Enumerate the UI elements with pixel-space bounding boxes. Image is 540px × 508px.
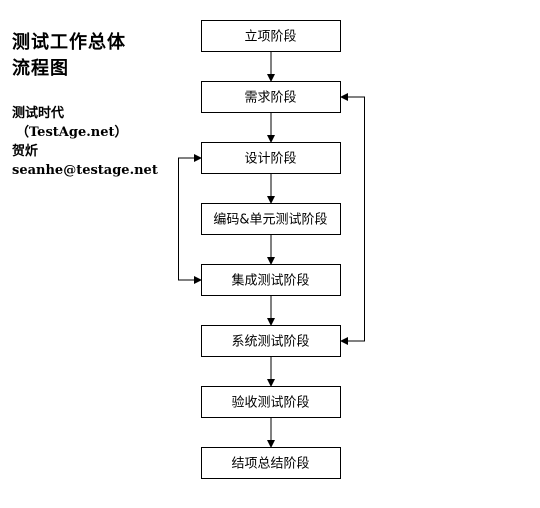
stage-label: 设计阶段: [244, 152, 296, 167]
diagram-title-line-2: 流程图: [12, 58, 69, 79]
stage-label: 系统测试阶段: [231, 335, 309, 350]
stage-label: 验收测试阶段: [231, 395, 309, 411]
connectors: [178, 52, 365, 448]
author-org: 测试时代: [12, 106, 65, 121]
feedback-loop-system-test-to-requirements: [340, 93, 365, 342]
stage-box-acceptance-test: 验收测试阶段: [201, 386, 341, 418]
author-site: （TestAge.net）: [16, 125, 128, 140]
title-block: 测试工作总体 流程图: [12, 30, 126, 82]
author-name: 贺炘: [12, 144, 39, 159]
feedback-loop-integration-test-to-design: [178, 154, 202, 281]
stage-label: 集成测试阶段: [231, 273, 309, 289]
stage-box-coding-unit-test: 编码&单元测试阶段: [201, 203, 341, 235]
author-info: 测试时代 （TestAge.net） 贺炘 seanhe@testage.net: [12, 104, 158, 180]
stage-box-system-test: 系统测试阶段: [201, 325, 341, 357]
stage-boxes: 立项阶段需求阶段设计阶段编码&单元测试阶段集成测试阶段系统测试阶段验收测试阶段结…: [201, 20, 341, 479]
stage-label: 编码&单元测试阶段: [213, 213, 327, 228]
stage-box-integration-test: 集成测试阶段: [201, 264, 341, 296]
stage-box-initiation: 立项阶段: [201, 20, 341, 52]
stage-label: 立项阶段: [244, 30, 296, 45]
stage-box-requirements: 需求阶段: [201, 81, 341, 113]
stage-box-closure: 结项总结阶段: [201, 447, 341, 479]
diagram-title-line-1: 测试工作总体: [12, 32, 126, 53]
stage-label: 结项总结阶段: [231, 457, 309, 472]
stage-box-design: 设计阶段: [201, 142, 341, 174]
author-email: seanhe@testage.net: [12, 163, 158, 178]
stage-label: 需求阶段: [244, 91, 296, 106]
